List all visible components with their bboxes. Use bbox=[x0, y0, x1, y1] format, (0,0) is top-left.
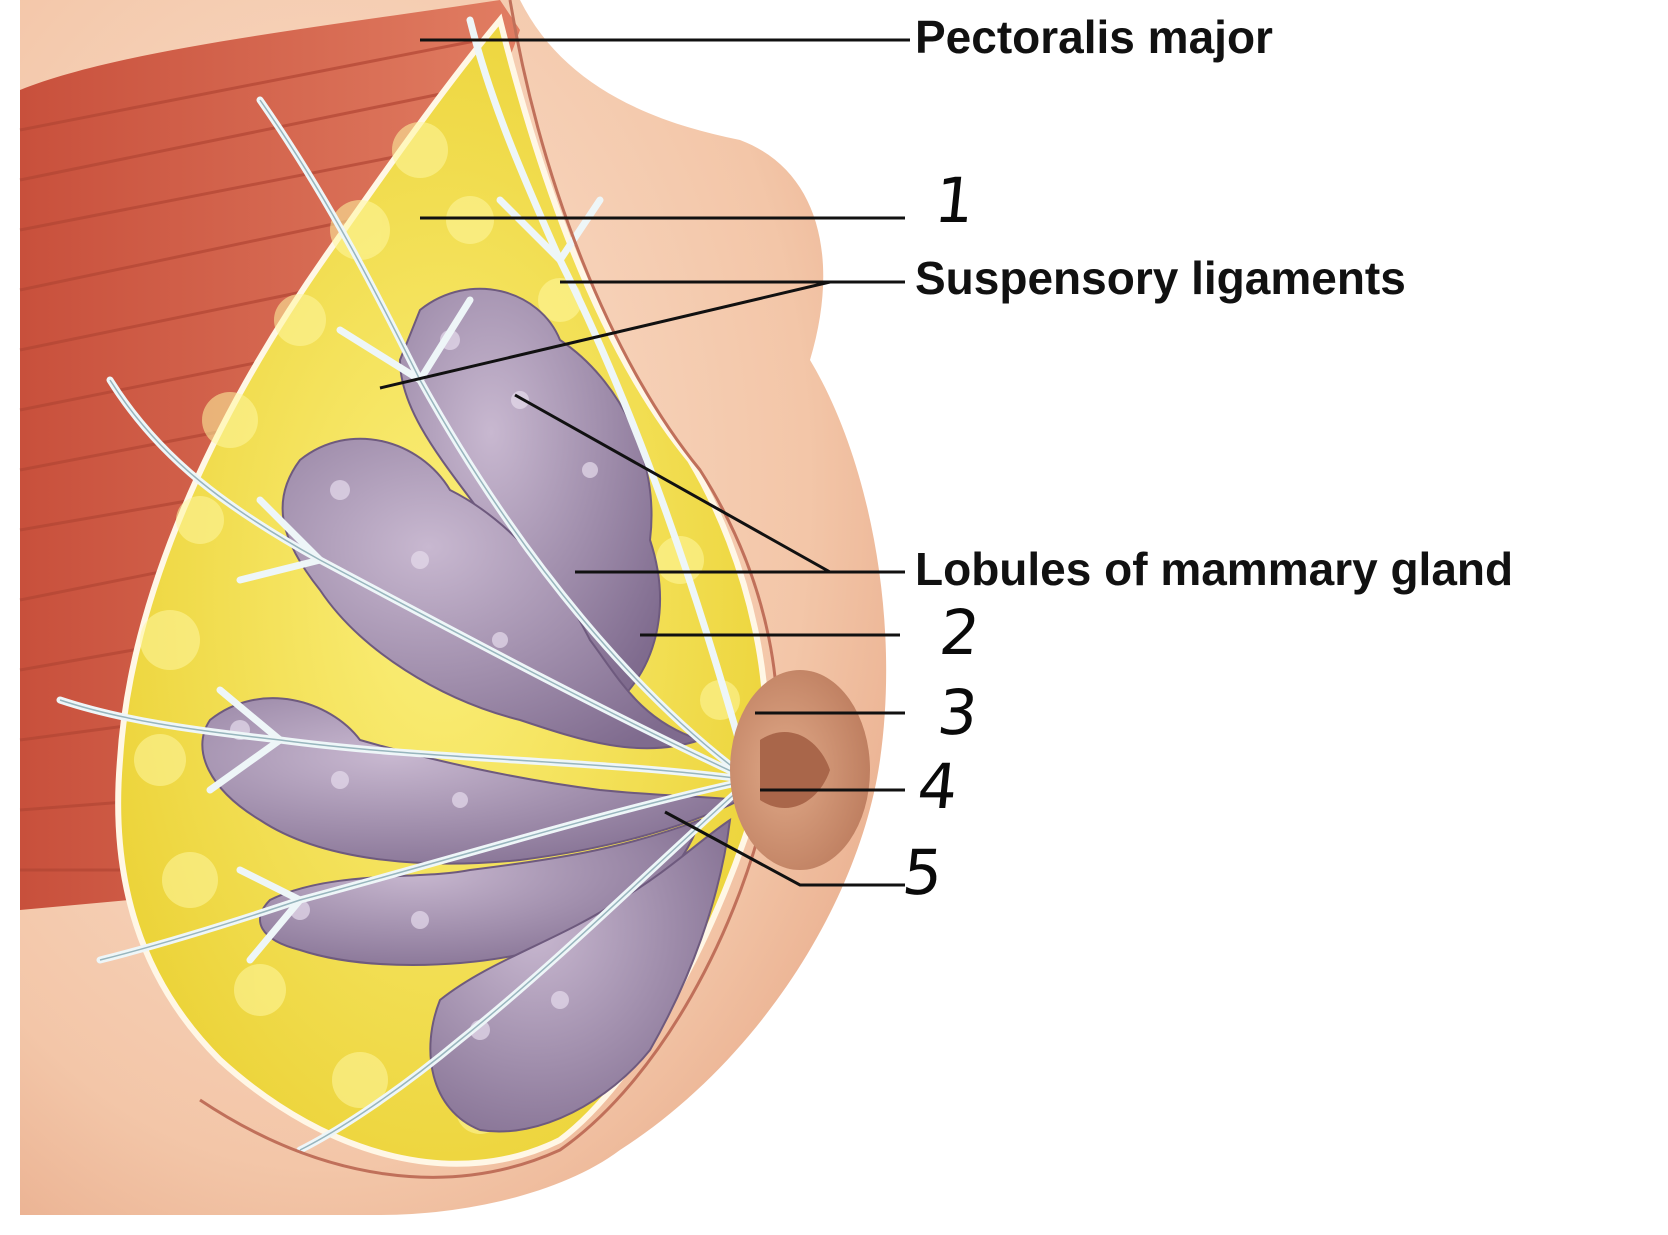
leader-line-5 bbox=[664, 810, 905, 887]
label-lobules: Lobules of mammary gland bbox=[915, 543, 1514, 595]
ligament-outlines bbox=[59, 99, 751, 1151]
leader-line-suspensory-2 bbox=[379, 280, 831, 390]
handwritten-number-3: 3 bbox=[934, 676, 982, 749]
erased-label-patch bbox=[930, 610, 1350, 660]
mammary-lobules bbox=[201, 287, 744, 1133]
handwritten-number-5: 5 bbox=[899, 836, 947, 909]
handwritten-number-1: 1 bbox=[931, 164, 979, 237]
handwritten-number-2: 2 bbox=[936, 596, 984, 669]
label-suspensory-ligaments: Suspensory ligaments bbox=[915, 252, 1406, 304]
erased-label-patch bbox=[930, 685, 1130, 735]
handwritten-number-4: 4 bbox=[914, 750, 962, 823]
label-pectoralis-major: Pectoralis major bbox=[915, 11, 1273, 63]
erased-label-patch bbox=[930, 770, 1330, 830]
erased-label-patch bbox=[930, 860, 1360, 940]
erased-label-patch bbox=[930, 185, 1310, 245]
leader-lines bbox=[379, 38, 910, 887]
